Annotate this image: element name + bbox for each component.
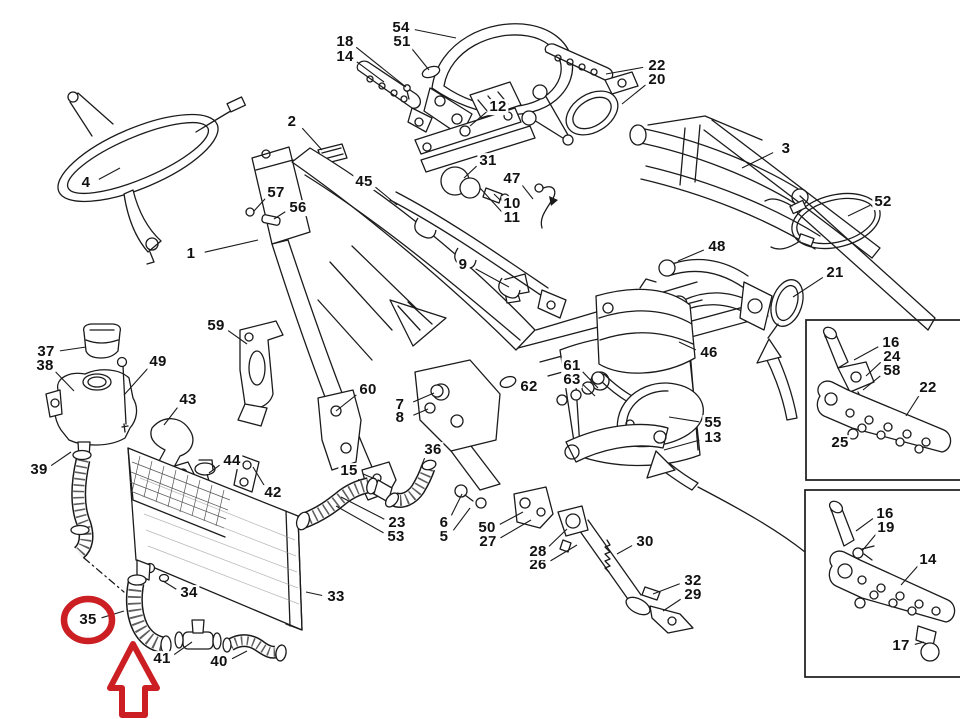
locator-arrow-upper xyxy=(756,338,798,421)
inset-box-rear-footrest xyxy=(805,319,960,481)
box-46-drawing xyxy=(595,278,696,374)
footpeg-22-drawing xyxy=(521,43,639,146)
loop-stay-drawing xyxy=(57,91,247,265)
footpeg-14-drawing xyxy=(356,60,433,133)
leader-lines xyxy=(50,29,925,660)
highlight-circle-35 xyxy=(60,595,116,645)
wire-ring-drawing xyxy=(764,192,881,250)
lower-hoses-drawing xyxy=(295,459,437,531)
locator-arrow-lower xyxy=(646,450,806,553)
t-fitting-41-drawing xyxy=(174,619,222,650)
side-stand-drawing xyxy=(557,505,694,634)
gasket-62-drawing xyxy=(499,375,517,389)
expansion-tank-drawing xyxy=(45,323,138,593)
hose-40-drawing xyxy=(222,634,287,662)
highlight-arrow xyxy=(107,641,160,718)
hose-35-drawing xyxy=(125,574,172,655)
subframe-drawing xyxy=(629,115,936,331)
inset-box-front-footrest xyxy=(804,489,960,678)
highlight-group xyxy=(60,595,160,718)
bracket-50-drawing xyxy=(454,484,554,529)
panel-55-drawing xyxy=(564,382,704,463)
cable-47-drawing xyxy=(534,183,558,229)
bushing-drawing xyxy=(440,166,510,204)
radiator-drawing xyxy=(127,447,303,631)
